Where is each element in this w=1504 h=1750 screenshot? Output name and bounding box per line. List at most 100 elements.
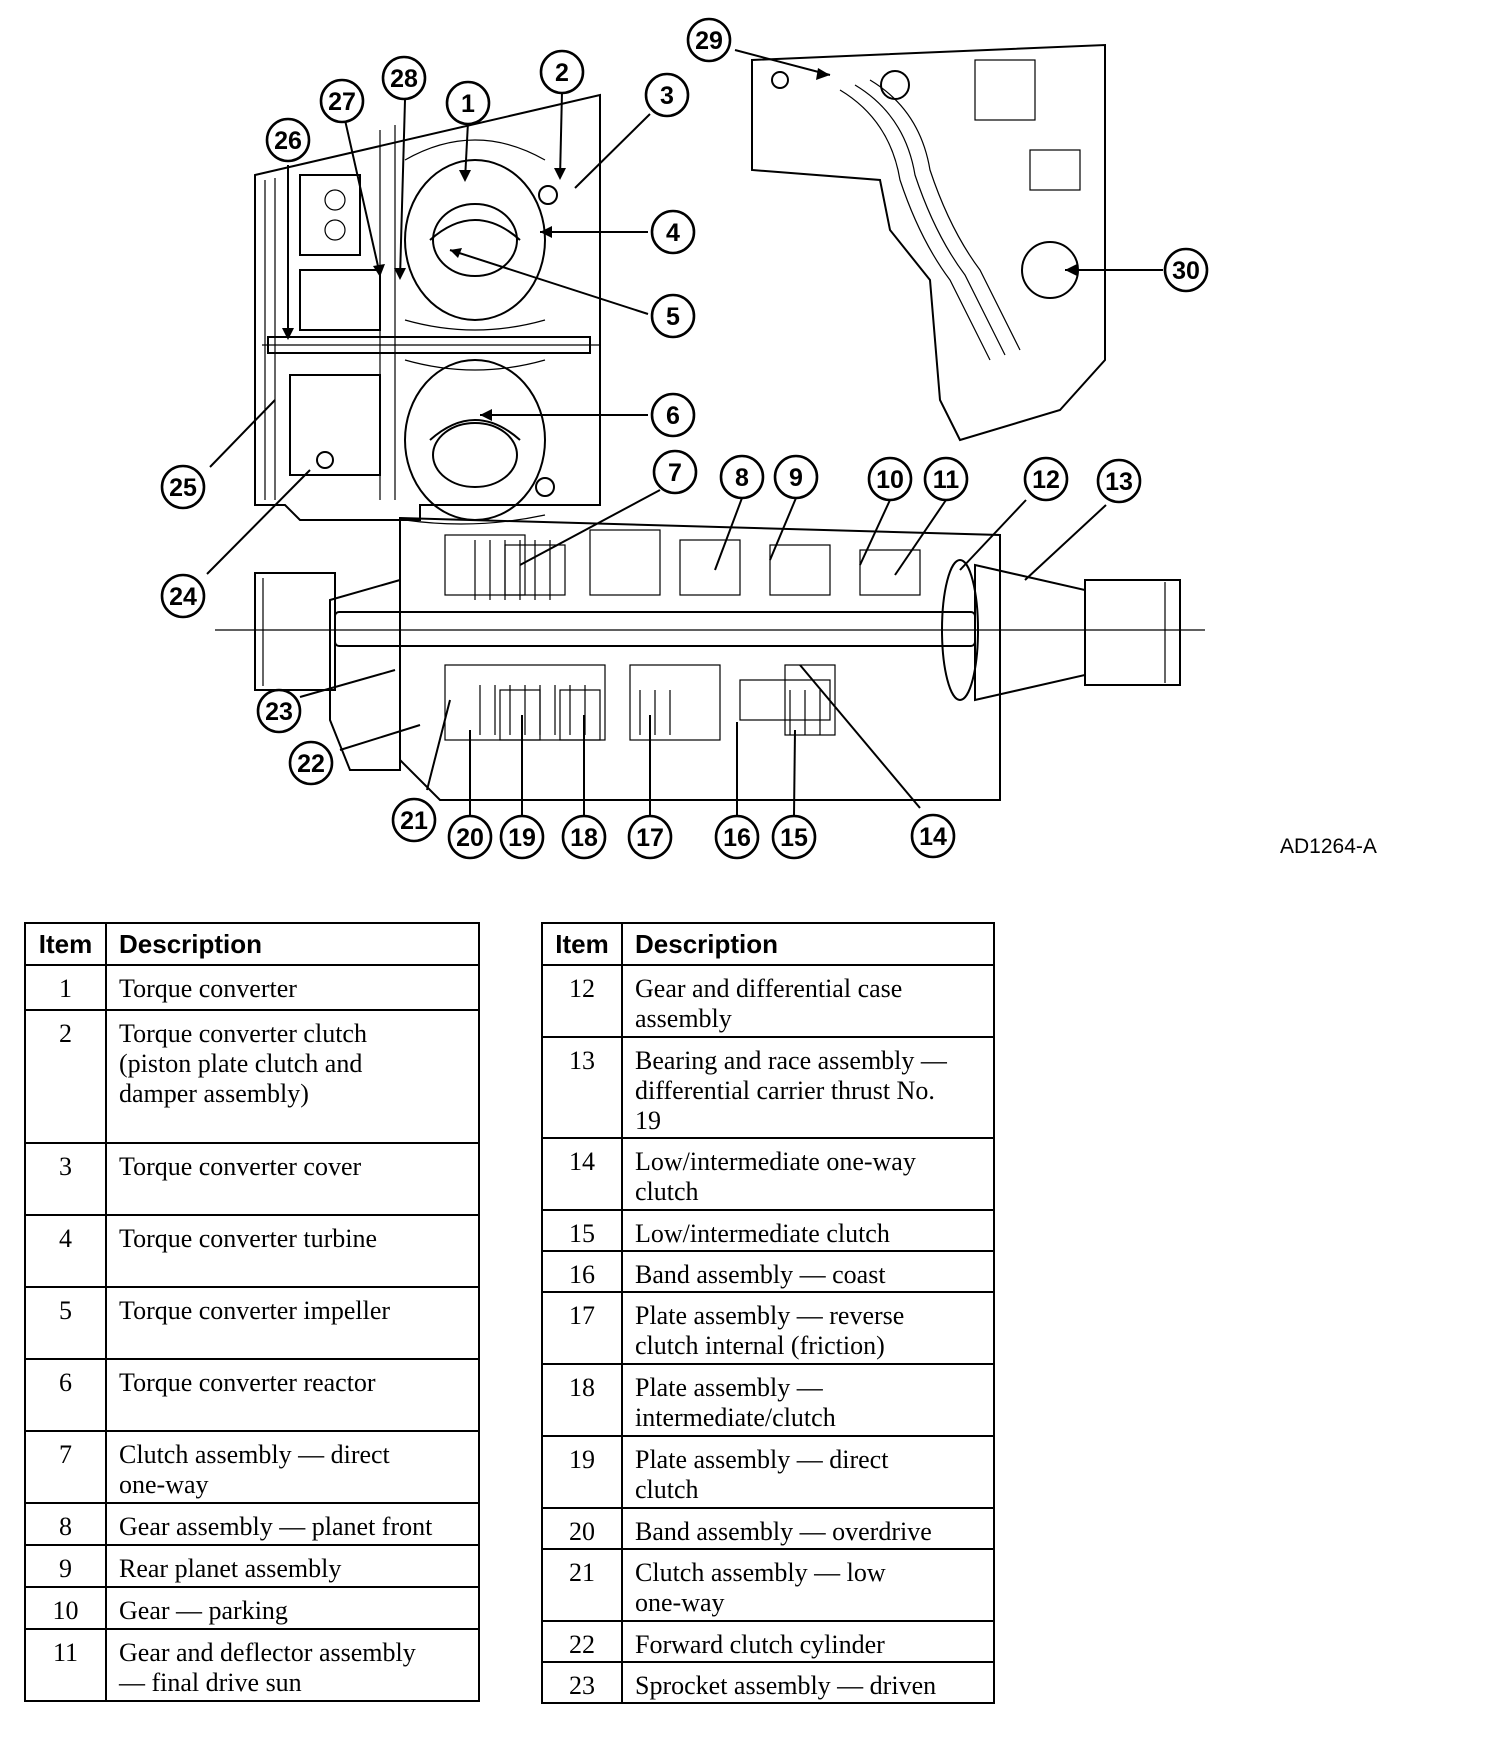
callout-2: 2 [539,49,585,95]
callout-number: 4 [666,219,680,247]
callout-8: 8 [719,454,765,500]
item-description: Bearing and race assembly — differential… [621,1036,995,1139]
callout-9: 9 [773,454,819,500]
item-number: 19 [541,1435,623,1509]
item-number: 8 [24,1502,107,1546]
item-description: Band assembly — overdrive [621,1507,995,1550]
callout-number: 6 [666,402,680,430]
item-number: 22 [541,1620,623,1663]
item-number: 1 [24,964,107,1011]
callout-6: 6 [650,392,696,438]
item-number: 5 [24,1286,107,1360]
transmission-illustration [215,43,1205,801]
item-number: 3 [24,1142,107,1216]
callout-5: 5 [650,293,696,339]
callout-number: 19 [508,824,536,852]
leader-arrowheads [282,68,1077,421]
item-description: Plate assembly — reverse clutch internal… [621,1291,995,1365]
item-description: Low/intermediate one-way clutch [621,1137,995,1211]
callout-20: 20 [447,814,493,860]
callout-number: 10 [876,466,904,494]
item-number: 2 [24,1009,107,1144]
callout-number: 28 [390,65,418,93]
callout-30: 30 [1163,247,1209,293]
callout-number: 12 [1032,466,1060,494]
callout-21: 21 [391,797,437,843]
callout-12: 12 [1023,456,1069,502]
callout-number: 24 [169,583,197,611]
item-number: 7 [24,1430,107,1504]
callout-25: 25 [160,464,206,510]
callout-number: 5 [666,303,680,331]
callout-27: 27 [319,78,365,124]
callout-number: 29 [695,27,723,55]
callout-number: 13 [1105,468,1133,496]
callout-28: 28 [381,55,427,101]
item-number: 23 [541,1661,623,1704]
item-description: Rear planet assembly [105,1544,480,1588]
callout-4: 4 [650,209,696,255]
callout-number: 30 [1172,257,1200,285]
item-number: 17 [541,1291,623,1365]
item-number: 13 [541,1036,623,1139]
callout-15: 15 [771,814,817,860]
item-description: Torque converter turbine [105,1214,480,1288]
callout-number: 15 [780,824,808,852]
clutch-packs-upper [444,529,921,596]
callout-24: 24 [160,573,206,619]
item-description: Low/intermediate clutch [621,1209,995,1252]
callout-11: 11 [923,456,969,502]
callout-22: 22 [288,740,334,786]
item-description: Sprocket assembly — driven [621,1661,995,1704]
callout-number: 8 [735,464,749,492]
item-column-header: Item [24,922,107,966]
item-description: Torque converter reactor [105,1358,480,1432]
item-description: Gear and deflector assembly — final driv… [105,1628,480,1702]
item-number: 4 [24,1214,107,1288]
callout-number: 22 [297,750,325,778]
item-number: 16 [541,1250,623,1293]
table-header-row: Item Description [541,922,995,966]
item-description: Clutch assembly — low one-way [621,1548,995,1622]
callout-14: 14 [910,813,956,859]
callout-18: 18 [561,814,607,860]
callout-number: 9 [789,464,803,492]
item-number: 11 [24,1628,107,1702]
callout-26: 26 [265,117,311,163]
item-description: Band assembly — coast [621,1250,995,1293]
callout-number: 3 [660,82,674,110]
callout-13: 13 [1096,458,1142,504]
description-column-header: Description [105,922,480,966]
item-number: 20 [541,1507,623,1550]
leader-lines [206,49,1163,816]
item-number: 14 [541,1137,623,1211]
callout-number: 20 [456,824,484,852]
callout-7: 7 [652,449,698,495]
item-number: 15 [541,1209,623,1252]
item-column-header: Item [541,922,623,966]
callout-number: 1 [461,90,475,118]
callout-29: 29 [686,17,732,63]
item-description: Forward clutch cylinder [621,1620,995,1663]
transmission-cutaway-diagram: 1 2 3 4 5 6 7 8 9 10 11 12 13 14 15 16 1… [160,17,1377,860]
callout-10: 10 [867,456,913,502]
